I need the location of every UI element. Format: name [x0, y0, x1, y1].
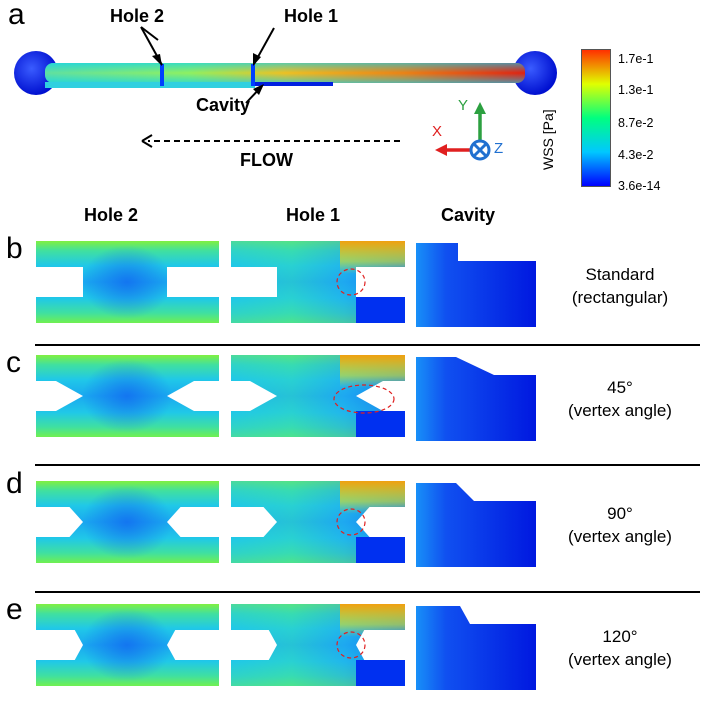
hole2-callout: Hole 2 [110, 6, 165, 26]
colorbar-tick: 1.7e-1 [618, 52, 654, 66]
colorbar-tick: 8.7e-2 [618, 116, 654, 130]
row-desc-line2: (vertex angle) [568, 401, 672, 420]
outlet-ball [513, 51, 557, 95]
hole1-left-notch [231, 507, 277, 537]
row-separator [35, 464, 700, 466]
row-desc-line1: Standard [585, 265, 655, 284]
flow-label: FLOW [240, 150, 293, 170]
hole1-right-notch [356, 630, 405, 660]
channel-overview [14, 26, 557, 161]
colorbar [581, 49, 611, 187]
hole2-right-notch [167, 381, 219, 411]
hole1-callout: Hole 1 [284, 6, 339, 26]
hole2-low-shear [82, 485, 172, 559]
hole2-low-shear [82, 359, 172, 433]
row-description-c: 45° (vertex angle) [545, 376, 695, 422]
panel-label-a: a [8, 0, 25, 31]
cavity-contour [416, 357, 536, 441]
hole2-right-notch [167, 267, 219, 297]
hole1-cavity-inlet [356, 411, 405, 437]
lower-channel [45, 82, 255, 88]
hole2-low-shear [82, 608, 172, 682]
cavity-contour [416, 243, 536, 327]
hole1-left-notch [231, 381, 277, 411]
hole1-cavity-inlet [356, 537, 405, 563]
row-separator [35, 591, 700, 593]
hole2-right-notch [167, 630, 219, 660]
panel-label-b: b [6, 232, 23, 265]
hole1-right-notch [356, 381, 405, 411]
hole2-left-notch [36, 267, 83, 297]
row-description-d: 90° (vertex angle) [545, 502, 695, 548]
row-desc-line2: (vertex angle) [568, 527, 672, 546]
axis-x-label: X [432, 123, 443, 140]
highlight-ellipse [336, 268, 366, 296]
panel-label-d: d [6, 467, 23, 500]
colorbar-tick: 3.6e-14 [618, 179, 661, 193]
hole1-left-notch [231, 630, 277, 660]
cavity-contour [416, 606, 536, 690]
row-desc-line1: 90° [607, 504, 633, 523]
colorbar-tick: 4.3e-2 [618, 148, 654, 162]
row-desc-line1: 120° [602, 627, 638, 646]
hole2-left-notch [36, 507, 83, 537]
hole1-left-notch [231, 267, 277, 297]
row-description-e: 120° (vertex angle) [545, 625, 695, 671]
highlight-ellipse [336, 508, 366, 536]
cavity-contour [416, 483, 536, 567]
hole1-right-notch [356, 507, 405, 537]
panel-label-e: e [6, 593, 23, 626]
column-header-cavity: Cavity [441, 205, 496, 225]
hole2-left-notch [36, 381, 83, 411]
highlight-ellipse [336, 631, 366, 659]
row-separator [35, 344, 700, 346]
row-desc-line2: (rectangular) [571, 288, 669, 307]
row-description-b: Standard (rectangular) [545, 263, 695, 309]
highlight-ellipse [333, 384, 395, 414]
axis-z-label: Z [494, 140, 504, 157]
colorbar-tick: 1.3e-1 [618, 83, 654, 97]
hole2-right-notch [167, 507, 219, 537]
axis-y-label: Y [458, 97, 469, 114]
axes-triad-icon [435, 102, 491, 161]
hole2-low-shear [82, 245, 172, 319]
hole2-marker [160, 64, 164, 86]
row-desc-line2: (vertex angle) [568, 650, 672, 669]
hole2-left-notch [36, 630, 83, 660]
column-header-hole2: Hole 2 [84, 205, 139, 225]
panel-label-c: c [6, 346, 21, 379]
cavity-callout: Cavity [196, 95, 251, 115]
hole1-cavity-inlet [356, 660, 405, 686]
hole1-marker [251, 64, 255, 86]
row-desc-line1: 45° [607, 378, 633, 397]
column-header-hole1: Hole 1 [286, 205, 341, 225]
hole1-right-notch [356, 267, 405, 297]
hole1-cavity-inlet [356, 297, 405, 323]
